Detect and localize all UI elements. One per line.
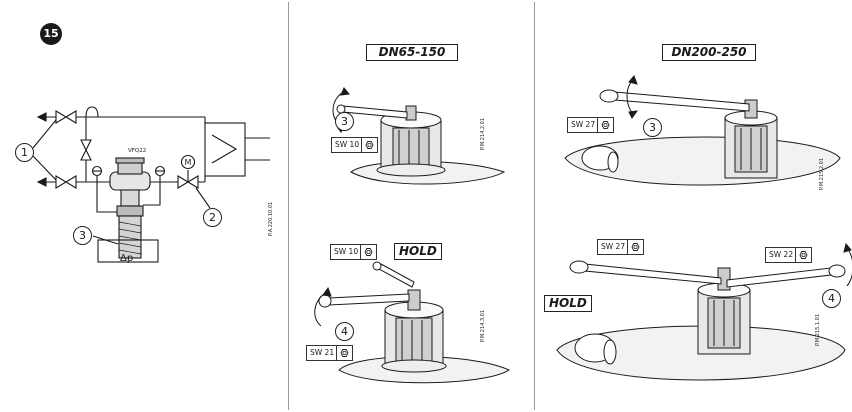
callout-2: 2 <box>203 208 222 227</box>
drawing-code: P.M.215.1.01 <box>815 314 821 346</box>
wrench-size-label: SW 10 <box>334 247 359 256</box>
hold-label: HOLD <box>544 295 592 312</box>
step-3-badge: 3 <box>335 112 354 131</box>
wrench-size-sw22: SW 22 <box>765 247 813 263</box>
dn200-250-panel: DN200-250 <box>535 0 852 412</box>
wrench-size-label: SW 21 <box>310 348 335 357</box>
wrench-size-label: SW 10 <box>335 140 360 149</box>
wrench-size-label: SW 27 <box>571 120 596 129</box>
drawing-code: P.M.215.2.01 <box>819 158 825 190</box>
valve-label: VFQ22 <box>128 148 146 154</box>
step-4-badge: 4 <box>822 289 841 308</box>
wrench-size-sw21: SW 21 <box>306 345 354 361</box>
drawing-code: P.M.214.2.01 <box>480 118 486 150</box>
hold-label: HOLD <box>394 243 442 260</box>
dp-label: Δp <box>120 253 133 264</box>
step-3-badge: 3 <box>643 118 662 137</box>
panel-divider <box>288 2 289 410</box>
callout-3: 3 <box>73 226 92 245</box>
motor-label: M <box>185 158 192 167</box>
wrench-size-sw27: SW 27 <box>567 117 615 133</box>
drawing-code: P.A.220.10.01 <box>268 201 274 236</box>
schematic-panel: 15 <box>0 0 288 412</box>
hex-nut-icon <box>336 346 352 360</box>
panel-title: DN65-150 <box>366 44 458 61</box>
panel-divider <box>534 2 535 410</box>
hex-nut-icon <box>361 138 377 152</box>
valve-illustration-top <box>314 87 511 384</box>
wrench-size-label: SW 22 <box>769 250 794 259</box>
drawing-code: P.M.214.3.01 <box>480 310 486 342</box>
wrench-size-sw27-left: SW 27 <box>597 239 645 255</box>
valve-illustration-top <box>556 75 852 381</box>
wrench-size-sw10-hold: SW 10 <box>330 244 378 260</box>
hex-nut-icon <box>795 248 811 262</box>
wrench-size-label: SW 27 <box>601 242 626 251</box>
hex-nut-icon <box>627 240 643 254</box>
hex-nut-icon <box>360 245 376 259</box>
panel-title: DN200-250 <box>662 44 756 61</box>
hex-nut-icon <box>597 118 613 132</box>
callout-1: 1 <box>15 143 34 162</box>
step-4-badge: 4 <box>335 322 354 341</box>
step-badge: 15 <box>40 23 62 45</box>
dn65-150-panel: DN65-150 <box>289 0 534 412</box>
piping-schematic: VFQ22 Δp M <box>32 106 270 264</box>
wrench-size-sw10: SW 10 <box>331 137 379 153</box>
